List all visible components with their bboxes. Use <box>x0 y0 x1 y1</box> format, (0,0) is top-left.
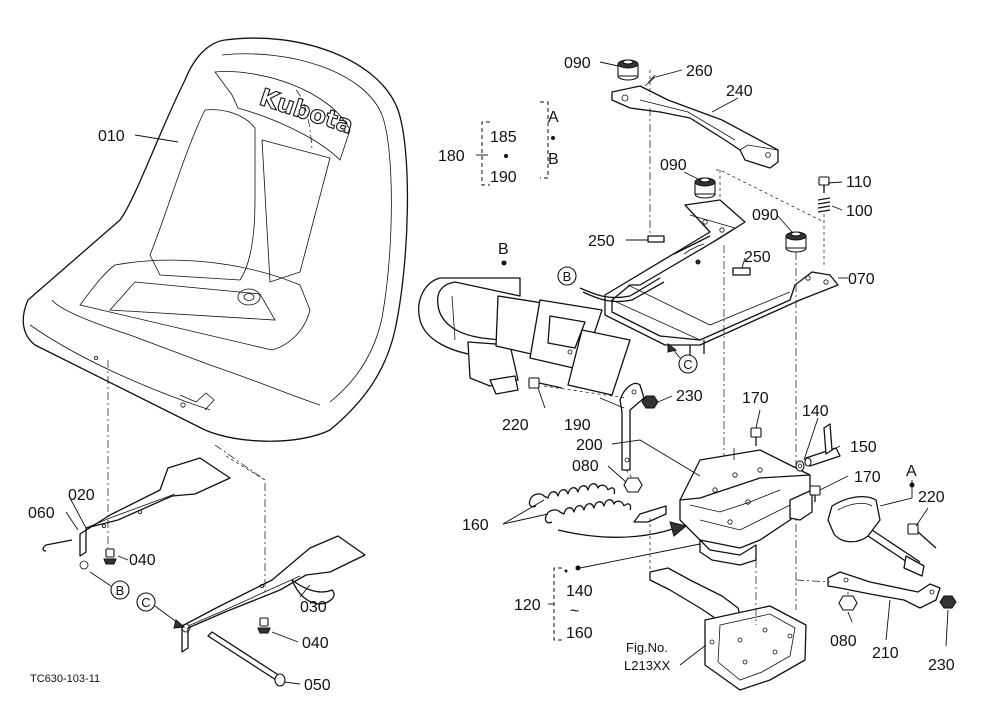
label-090-top: 090 <box>564 55 591 72</box>
spring-160-lower <box>544 499 632 524</box>
label-260: 260 <box>686 63 713 80</box>
ref-dot-belt-b <box>501 260 507 266</box>
seat: Kubota <box>22 37 409 442</box>
rod-050 <box>207 631 286 687</box>
label-080-right: 080 <box>830 633 857 650</box>
rubber-mount-090-right <box>785 231 807 253</box>
label-040-left: 040 <box>129 552 156 569</box>
bolt-040-left <box>103 548 117 565</box>
label-140-pin: 140 <box>802 403 829 420</box>
nut-080-lower <box>623 477 643 493</box>
circle-marker-c-right: C <box>678 354 698 374</box>
marker-b-left-text: B <box>116 583 125 598</box>
label-group-b: B <box>548 151 559 168</box>
bolt-110 <box>818 176 830 193</box>
marker-c-right-text: C <box>683 357 692 372</box>
group-bracket-120 <box>553 567 562 641</box>
label-240: 240 <box>726 83 753 100</box>
label-210: 210 <box>872 645 899 662</box>
label-220-right: 220 <box>918 489 945 506</box>
label-170-lower: 170 <box>854 469 881 486</box>
spring-washer-100 <box>817 197 831 213</box>
pad-250-left <box>647 235 665 243</box>
label-070: 070 <box>848 271 875 288</box>
label-185: 185 <box>490 129 517 146</box>
washer-140 <box>795 460 805 472</box>
fig-no-value: L213XX <box>624 658 671 673</box>
pin-150 <box>804 447 841 467</box>
bolt-220-left <box>528 377 563 389</box>
label-150: 150 <box>850 439 877 456</box>
label-020: 020 <box>68 487 95 504</box>
part-labels: 010 020 060 040 030 040 050 090 260 240 … <box>28 55 955 694</box>
buckle-a <box>827 495 925 577</box>
label-230-lower: 230 <box>928 657 955 674</box>
label-range-tilde: ~ <box>570 603 579 620</box>
label-100: 100 <box>846 203 873 220</box>
label-190: 190 <box>564 417 591 434</box>
ref-dot-120 <box>575 565 581 571</box>
label-090-middle: 090 <box>660 157 687 174</box>
rubber-mount-090-middle <box>694 177 716 199</box>
label-050: 050 <box>304 677 331 694</box>
label-110: 110 <box>846 174 872 191</box>
label-080-left: 080 <box>572 458 599 475</box>
circle-marker-b-right: B <box>557 266 577 286</box>
marker-c-left-text: C <box>141 595 150 610</box>
label-group-a: A <box>548 109 559 126</box>
label-010: 010 <box>98 128 125 145</box>
label-230-upper: 230 <box>676 388 703 405</box>
bolt-040-right <box>257 617 271 634</box>
group-bracket-180 <box>481 121 490 186</box>
label-140-range: 140 <box>566 583 593 600</box>
dot-separator-a-b <box>551 136 555 140</box>
spring-160-upper <box>528 483 616 508</box>
label-200: 200 <box>576 437 603 454</box>
label-040-right: 040 <box>302 635 329 652</box>
buckle-bracket-210 <box>827 571 941 609</box>
label-120: 120 <box>514 597 541 614</box>
drawing-code: TC630-103-11 <box>30 673 100 685</box>
label-160-range: 160 <box>566 625 593 642</box>
belt-bracket-200 <box>619 382 645 471</box>
label-090-right: 090 <box>752 207 779 224</box>
nut-230-lower <box>939 595 957 609</box>
dot-120-bracket-top <box>564 569 568 573</box>
circle-marker-c-left: C <box>136 592 156 612</box>
fig-no-label: Fig.No. <box>626 640 668 655</box>
slide-frame <box>604 199 839 356</box>
label-250-right: 250 <box>744 249 771 266</box>
ref-dot-buckle-a <box>909 482 915 488</box>
seat-belt <box>418 277 631 396</box>
group-bracket-ab <box>540 101 549 179</box>
label-buckle-a: A <box>906 463 917 480</box>
label-250-left: 250 <box>588 233 615 250</box>
bolt-220-right <box>907 523 937 549</box>
pin-060 <box>42 539 73 552</box>
nut-230-upper <box>641 395 659 409</box>
pad-250-right <box>732 267 751 276</box>
dot-separator-185-190 <box>504 154 508 158</box>
label-030: 030 <box>300 599 327 616</box>
bracket-240 <box>611 85 779 169</box>
rubber-mount-090-top <box>617 59 639 81</box>
adjuster-lever-140 <box>823 423 833 455</box>
assembly-arrow <box>557 527 677 538</box>
bolt-170-upper <box>750 427 762 446</box>
bolt-170-lower <box>809 485 821 502</box>
label-220-left: 220 <box>502 417 529 434</box>
label-060: 060 <box>28 505 55 522</box>
label-belt-b: B <box>498 241 509 258</box>
floor-plate <box>649 567 807 691</box>
seat-rail-right-030 <box>181 535 366 653</box>
label-190-group: 190 <box>490 169 517 186</box>
circle-marker-b-left: B <box>110 580 130 600</box>
label-180: 180 <box>438 148 465 165</box>
label-160: 160 <box>462 517 489 534</box>
nut-080-right <box>838 595 858 611</box>
seat-suspension-base <box>633 448 813 566</box>
marker-b-right-text: B <box>563 269 572 284</box>
label-170-upper: 170 <box>742 390 769 407</box>
